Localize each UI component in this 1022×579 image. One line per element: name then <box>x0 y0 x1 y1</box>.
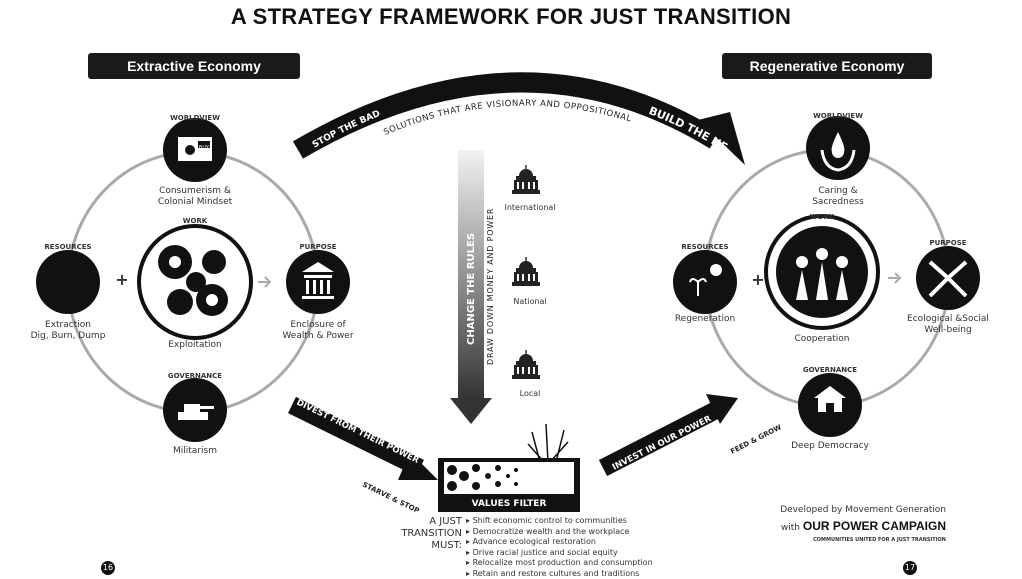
plus-right: + <box>750 274 766 285</box>
starve-stop-label: STARVE & STOP <box>361 481 420 515</box>
purpose-tag-right: PURPOSE <box>918 238 978 249</box>
governance-label-right: Deep Democracy <box>780 441 880 452</box>
page-title: A STRATEGY FRAMEWORK FOR JUST TRANSITION <box>0 4 1022 30</box>
values-item: ▸ Advance ecological restoration <box>466 537 666 548</box>
values-item: ▸ Shift economic control to communities <box>466 516 666 527</box>
plus-left: + <box>114 274 130 285</box>
change-rules-label: CHANGE THE RULES <box>466 233 477 345</box>
values-filter-label: VALUES FILTER <box>472 499 547 509</box>
values-item: ▸ Relocalize most production and consump… <box>466 558 666 569</box>
worldview-tag-right: WORLDVIEW <box>808 111 868 122</box>
extractive-economy-banner: Extractive Economy <box>88 53 300 79</box>
draw-down-label: DRAW DOWN MONEY AND POWER <box>486 208 495 365</box>
page-number-left: 16 <box>101 561 115 575</box>
resources-tag-left: RESOURCES <box>38 242 98 253</box>
level-international: International <box>500 202 560 213</box>
work-tag-left: WORK <box>170 216 220 227</box>
resources-label-right: Regeneration <box>655 314 755 325</box>
purpose-node-left <box>286 250 350 314</box>
work-tag-right: WORK <box>797 212 847 223</box>
just-transition-heading: A JUST TRANSITION MUST: <box>392 516 462 552</box>
international-building-icon <box>512 165 540 194</box>
regenerative-economy-banner: Regenerative Economy <box>722 53 932 79</box>
values-item: ▸ Retain and restore cultures and tradit… <box>466 569 666 579</box>
grass-icon <box>528 424 568 462</box>
our-power-campaign-logo: OUR POWER CAMPAIGN <box>803 519 946 533</box>
feed-grow-label: FEED & GROW <box>729 423 783 456</box>
values-item: ▸ Drive racial justice and social equity <box>466 548 666 559</box>
level-local: Local <box>500 388 560 399</box>
credit-tagline: COMMUNITIES UNITED FOR A JUST TRANSITION <box>760 537 946 544</box>
purpose-tag-left: PURPOSE <box>288 242 348 253</box>
page-number-right: 17 <box>903 561 917 575</box>
work-label-right: Cooperation <box>777 334 867 345</box>
buy-screen-text: BUY! <box>195 143 215 154</box>
worldview-label-left: Consumerism &Colonial Mindset <box>140 186 250 208</box>
resources-tag-right: RESOURCES <box>675 242 735 253</box>
values-item: ▸ Democratize wealth and the workplace <box>466 527 666 538</box>
governance-tag-right: GOVERNANCE <box>795 365 865 376</box>
work-label-left: Exploitation <box>150 340 240 351</box>
national-building-icon <box>512 257 540 286</box>
level-national: National <box>500 296 560 307</box>
local-building-icon <box>512 350 540 379</box>
divest-label: DIVEST FROM THEIR POWER <box>295 398 421 466</box>
credit-brand: with OUR POWER CAMPAIGN <box>740 519 946 535</box>
governance-label-left: Militarism <box>150 446 240 457</box>
governance-tag-left: GOVERNANCE <box>160 371 230 382</box>
resources-node-left <box>36 250 100 314</box>
worldview-label-right: Caring &Sacredness <box>783 186 893 208</box>
invest-label: INVEST IN OUR POWER <box>611 414 714 473</box>
values-list: ▸ Shift economic control to communities … <box>466 516 666 579</box>
worldview-tag-left: WORLDVIEW <box>165 113 225 124</box>
credit-line: Developed by Movement Generation <box>760 505 946 516</box>
